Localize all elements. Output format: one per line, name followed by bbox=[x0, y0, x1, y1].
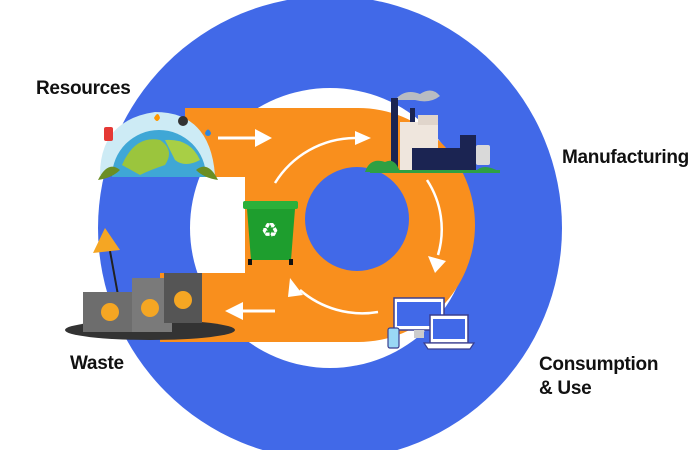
devices-icon bbox=[387, 297, 476, 350]
curved-arrow-icon bbox=[273, 136, 443, 315]
earth-resources-icon bbox=[98, 112, 218, 180]
toxic-waste-barrels-icon bbox=[65, 228, 235, 340]
label-consumption-use: Consumption & Use bbox=[539, 353, 658, 401]
label-consumption-line1: Consumption bbox=[539, 354, 659, 375]
inner-blue-circle bbox=[305, 167, 409, 271]
arrow-left-icon bbox=[225, 302, 275, 320]
recycle-bin-icon: ♻ bbox=[243, 201, 298, 265]
radiation-icon bbox=[141, 299, 159, 317]
recycle-symbol-icon: ♻ bbox=[261, 218, 279, 242]
radiation-icon bbox=[174, 291, 192, 309]
arrowhead-icon bbox=[428, 256, 446, 273]
label-manufacturing: Manufacturing bbox=[562, 147, 689, 168]
radiation-icon bbox=[101, 303, 119, 321]
arrowhead-icon bbox=[288, 278, 303, 297]
label-consumption-line2: & Use bbox=[539, 378, 592, 399]
factory-icon bbox=[365, 90, 500, 173]
label-resources: Resources bbox=[36, 78, 131, 99]
arrow-right-icon bbox=[218, 129, 272, 147]
label-waste: Waste bbox=[70, 353, 124, 374]
hazard-sign-icon bbox=[93, 228, 120, 253]
arrowhead-icon bbox=[355, 131, 371, 145]
